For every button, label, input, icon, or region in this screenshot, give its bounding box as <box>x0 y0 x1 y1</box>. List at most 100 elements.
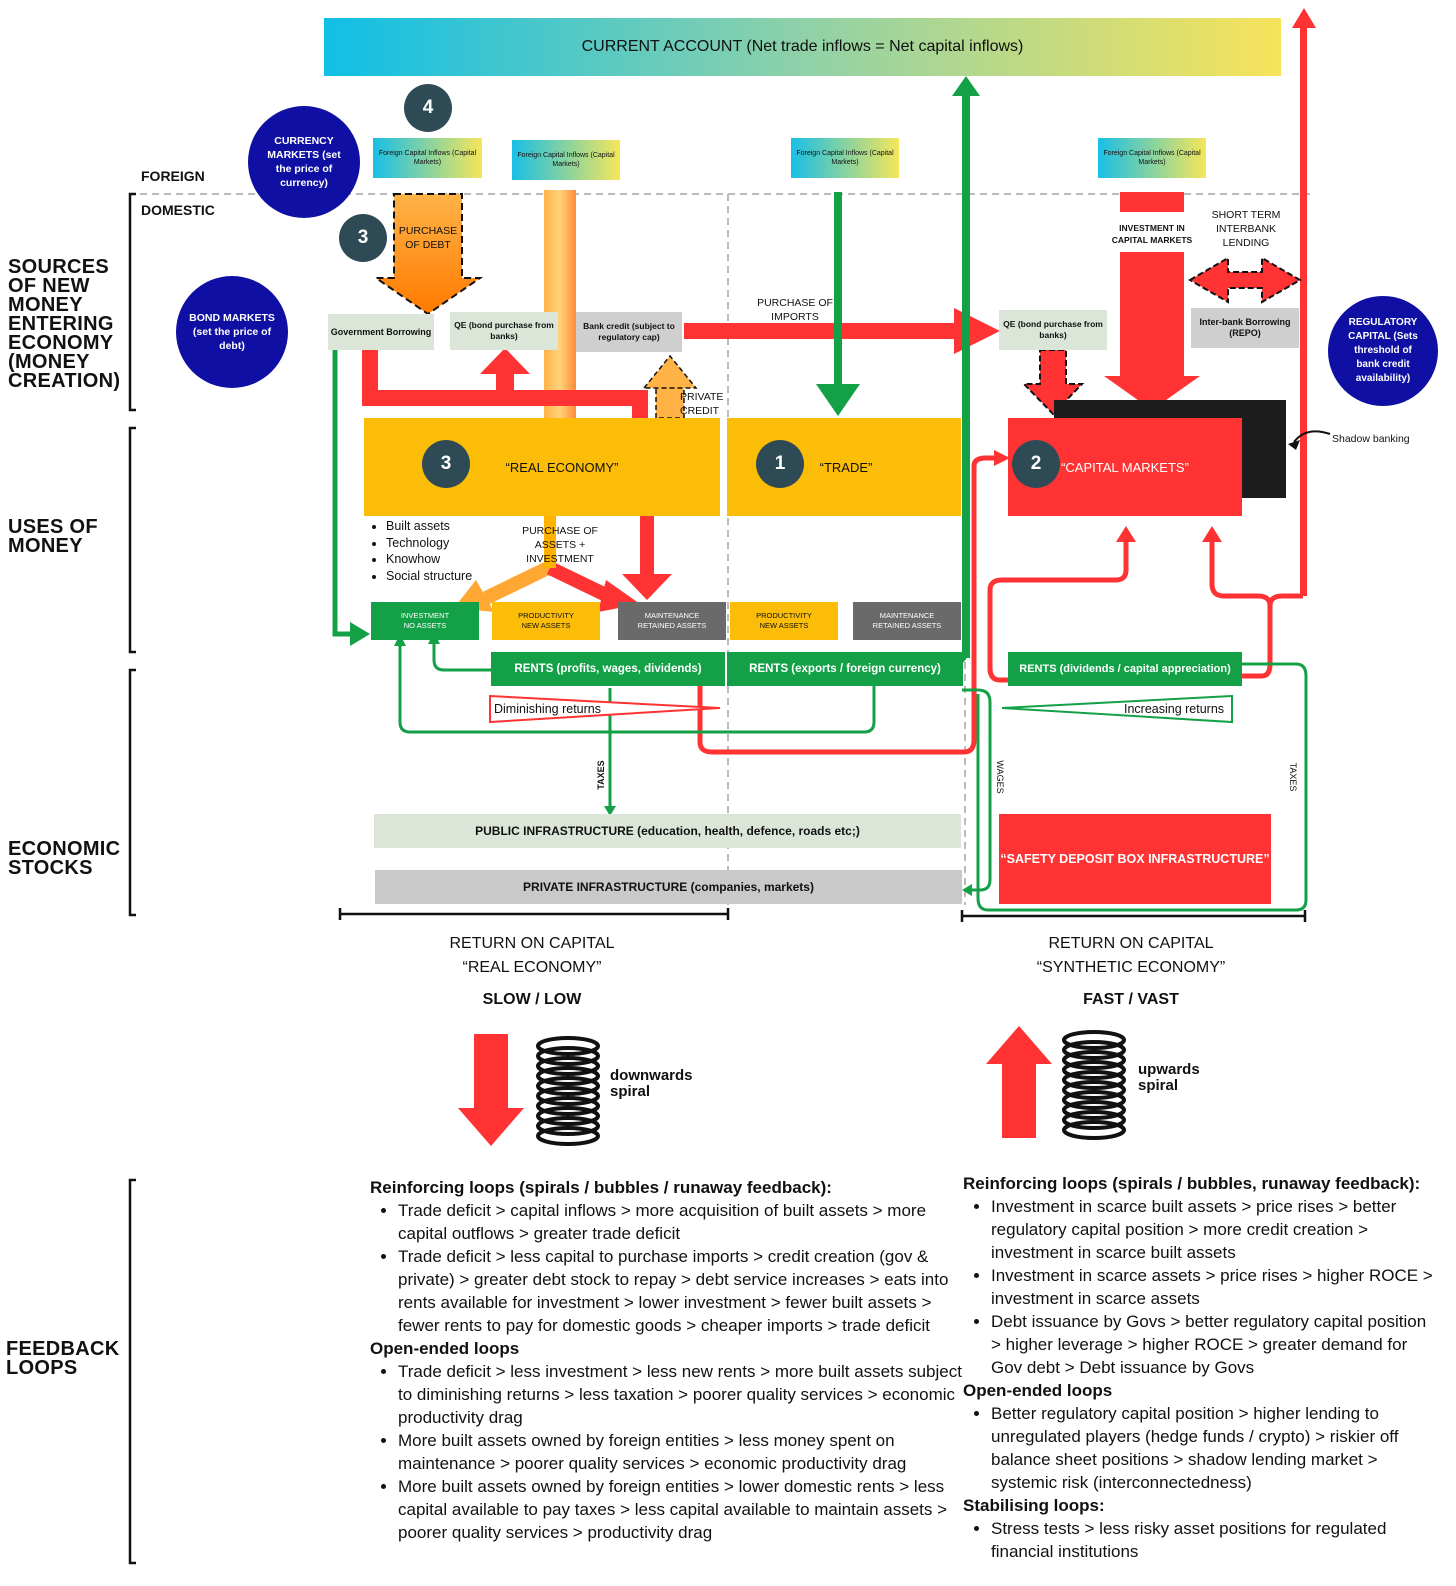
return-right: RETURN ON CAPITAL “SYNTHETIC ECONOMY” FA… <box>1000 932 1262 1012</box>
spring-coil <box>536 1046 600 1066</box>
spring-coil <box>1062 1090 1126 1110</box>
currency-markets-circle: CURRENCY MARKETS (set the price of curre… <box>248 106 360 218</box>
feedback-left: Reinforcing loops (spirals / bubbles / r… <box>370 1176 964 1544</box>
fci-label: Foreign Capital Inflows (Capital Markets… <box>796 150 894 166</box>
foreign-label: FOREIGN <box>141 168 205 184</box>
section-feedback: FEEDBACK LOOPS <box>6 1338 120 1379</box>
investment-no-assets-label: INVESTMENT NO ASSETS <box>400 611 450 630</box>
productivity-box-2: PRODUCTIVITY NEW ASSETS <box>730 602 838 640</box>
taxes-left-label: TAXES <box>596 760 606 790</box>
feedback-right-stabilising-title: Stabilising loops: <box>963 1496 1105 1515</box>
safety-deposit-box: “SAFETY DEPOSIT BOX INFRASTRUCTURE” <box>999 814 1271 904</box>
rents-2-label: RENTS (exports / foreign currency) <box>749 663 941 675</box>
upwards-spiral-icon <box>1062 1030 1126 1140</box>
number-2-badge-capital: 2 <box>1012 440 1060 488</box>
return-left: RETURN ON CAPITAL “REAL ECONOMY” SLOW / … <box>400 932 664 1012</box>
bullet-technology: Technology <box>386 535 472 552</box>
qe-left-label: QE (bond purchase from banks) <box>454 320 554 341</box>
government-borrowing-box: Government Borrowing <box>328 314 434 350</box>
fci-label: Foreign Capital Inflows (Capital Markets… <box>1103 150 1201 166</box>
feedback-right-open-title: Open-ended loops <box>963 1381 1113 1400</box>
qe-right-label: QE (bond purchase from banks) <box>1003 319 1103 340</box>
bullet-built-assets: Built assets <box>386 518 472 535</box>
return-left-line2: “REAL ECONOMY” <box>462 959 602 976</box>
spring-coil <box>1062 1120 1126 1140</box>
spring-coil <box>536 1096 600 1116</box>
upwards-spiral-label: upwards spiral <box>1138 1061 1200 1094</box>
diminishing-returns-label: Diminishing returns <box>494 702 601 716</box>
bullet-social-structure: Social structure <box>386 568 472 585</box>
return-left-line1: RETURN ON CAPITAL <box>449 935 615 952</box>
feedback-right: Reinforcing loops (spirals / bubbles, ru… <box>963 1172 1439 1563</box>
productivity-2-label: PRODUCTIVITY NEW ASSETS <box>756 611 812 630</box>
fci-label: Foreign Capital Inflows (Capital Markets… <box>517 152 615 168</box>
foreign-capital-inflows-3: Foreign Capital Inflows (Capital Markets… <box>791 138 899 178</box>
regulatory-capital-circle: REGULATORY CAPITAL (Sets threshold of ba… <box>1328 296 1438 406</box>
increasing-returns-label: Increasing returns <box>1124 702 1225 716</box>
fci-label: Foreign Capital Inflows (Capital Markets… <box>378 150 477 166</box>
taxes-right-label: TAXES <box>1288 762 1298 792</box>
wages-label: WAGES <box>995 760 1005 794</box>
safety-box-label: “SAFETY DEPOSIT BOX INFRASTRUCTURE” <box>1000 852 1270 866</box>
productivity-1-label: PRODUCTIVITY NEW ASSETS <box>518 611 574 630</box>
section-sources: SOURCES OF NEW MONEY ENTERING ECONOMY (M… <box>8 256 121 392</box>
spring-coil <box>1062 1030 1126 1050</box>
feedback-left-reinforcing-item: Trade deficit > capital inflows > more a… <box>398 1199 964 1245</box>
spring-coil <box>1062 1110 1126 1130</box>
rents-box-1: RENTS (profits, wages, dividends) <box>491 652 725 686</box>
spring-coil <box>536 1036 600 1056</box>
maintenance-box-2: MAINTENANCE RETAINED ASSETS <box>853 602 961 640</box>
interbank-label: Inter-bank Borrowing (REPO) <box>1199 317 1291 338</box>
spring-coil <box>1062 1060 1126 1080</box>
feedback-right-reinforcing-item: Investment in scarce assets > price rise… <box>991 1264 1439 1310</box>
spring-coil <box>1062 1100 1126 1120</box>
short-term-interbank-label: SHORT TERM INTERBANK LENDING <box>1211 209 1281 249</box>
private-credit-label: PRIVATE CREDIT <box>680 391 724 417</box>
purchase-of-debt-label: PURCHASE OF DEBT <box>398 225 458 251</box>
foreign-capital-inflows-4: Foreign Capital Inflows (Capital Markets… <box>1098 138 1206 178</box>
feedback-left-reinforcing-item: Trade deficit > less capital to purchase… <box>398 1245 964 1337</box>
spring-coil <box>536 1106 600 1126</box>
number-1-badge-trade: 1 <box>756 440 804 488</box>
spring-coil <box>536 1066 600 1086</box>
foreign-capital-inflows-1: Foreign Capital Inflows (Capital Markets… <box>373 138 482 178</box>
feedback-right-reinforcing-item: Investment in scarce built assets > pric… <box>991 1195 1439 1264</box>
current-account-label: CURRENT ACCOUNT (Net trade inflows = Net… <box>581 38 1024 55</box>
spring-coil <box>1062 1070 1126 1090</box>
maintenance-box-1: MAINTENANCE RETAINED ASSETS <box>618 602 726 640</box>
downwards-spiral-label: downwards spiral <box>610 1067 693 1100</box>
currency-markets-label: CURRENCY MARKETS (set the price of curre… <box>267 135 341 189</box>
gov-borrowing-label: Government Borrowing <box>330 326 432 337</box>
section-uses: USES OF MONEY <box>8 516 98 557</box>
feedback-right-open-item: Better regulatory capital position > hig… <box>991 1402 1439 1494</box>
investment-no-assets-box: INVESTMENT NO ASSETS <box>371 602 479 640</box>
qe-right-box: QE (bond purchase from banks) <box>999 310 1107 350</box>
rents-box-3: RENTS (dividends / capital appreciation) <box>1008 652 1242 686</box>
rents-box-2: RENTS (exports / foreign currency) <box>727 652 963 686</box>
qe-left-box: QE (bond purchase from banks) <box>450 312 558 350</box>
real-economy-label: “REAL ECONOMY” <box>505 459 619 475</box>
spring-coil <box>1062 1050 1126 1070</box>
shadow-banking-label: Shadow banking <box>1332 433 1410 445</box>
feedback-left-open-item: Trade deficit > less investment > less n… <box>398 1360 964 1429</box>
feedback-left-open-item: More built assets owned by foreign entit… <box>398 1475 964 1544</box>
feedback-left-reinforcing-title: Reinforcing loops (spirals / bubbles / r… <box>370 1178 832 1197</box>
real-economy-bullets: Built assets Technology Knowhow Social s… <box>366 518 472 584</box>
bank-credit-label: Bank credit (subject to regulatory cap) <box>583 321 675 342</box>
current-account-banner: CURRENT ACCOUNT (Net trade inflows = Net… <box>324 18 1281 76</box>
return-left-speed: SLOW / LOW <box>482 991 582 1008</box>
domestic-label: DOMESTIC <box>141 202 215 218</box>
interbank-borrowing-box: Inter-bank Borrowing (REPO) <box>1191 308 1299 348</box>
spring-coil <box>536 1086 600 1106</box>
feedback-left-open-item: More built assets owned by foreign entit… <box>398 1429 964 1475</box>
return-right-speed: FAST / VAST <box>1083 991 1179 1008</box>
maintenance-1-label: MAINTENANCE RETAINED ASSETS <box>637 611 707 630</box>
return-right-line1: RETURN ON CAPITAL <box>1048 935 1214 952</box>
bond-markets-label: BOND MARKETS (set the price of debt) <box>189 312 275 352</box>
purchase-assets-investment-label: PURCHASE OF ASSETS + INVESTMENT <box>522 525 598 565</box>
investment-capital-markets-label: INVESTMENT IN CAPITAL MARKETS <box>1111 223 1193 245</box>
return-right-line2: “SYNTHETIC ECONOMY” <box>1036 959 1226 976</box>
bullet-knowhow: Knowhow <box>386 551 472 568</box>
maintenance-2-label: MAINTENANCE RETAINED ASSETS <box>872 611 942 630</box>
